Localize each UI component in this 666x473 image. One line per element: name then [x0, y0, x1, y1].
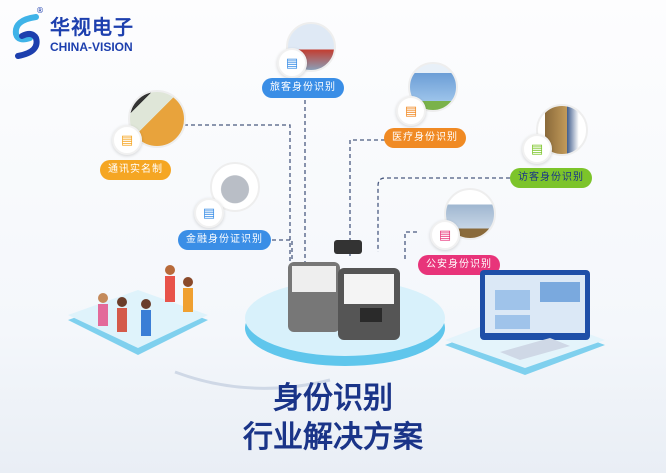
- title-line2: 行业解决方案: [243, 420, 423, 455]
- computer-platform: [445, 270, 605, 375]
- node-traveler-id: 旅客身份识别: [262, 78, 344, 98]
- node-police-id: 公安身份识别: [418, 255, 500, 275]
- brand-name-en: CHINA-VISION: [50, 40, 133, 54]
- keyboard-icon: [500, 338, 570, 360]
- monitor-icon: [480, 270, 590, 360]
- central-platform: [245, 240, 445, 366]
- node-medical-id: 医疗身份识别: [384, 128, 466, 148]
- registered-mark: ®: [36, 6, 44, 15]
- id-card-icon: ▤: [522, 134, 552, 164]
- people-platform: [68, 265, 208, 355]
- china-vision-logo-icon: [12, 14, 40, 59]
- id-card-icon: ▤: [396, 96, 426, 126]
- id-card-icon: ▤: [112, 125, 142, 155]
- node-finance-id: 金融身份证识别: [178, 230, 271, 250]
- hospital-building-icon: [408, 62, 458, 112]
- people-icon: [98, 265, 193, 336]
- id-reader-device-icon: [288, 240, 400, 340]
- id-card-icon: ▤: [194, 198, 224, 228]
- node-telecom-realname: 通讯实名制: [100, 160, 171, 180]
- id-card-icon: ▤: [430, 220, 460, 250]
- brand-name-cn: 华视电子: [50, 15, 134, 39]
- id-card-icon: ▤: [277, 48, 307, 78]
- node-visitor-id: 访客身份识别: [510, 168, 592, 188]
- title-line1: 身份识别: [273, 381, 393, 416]
